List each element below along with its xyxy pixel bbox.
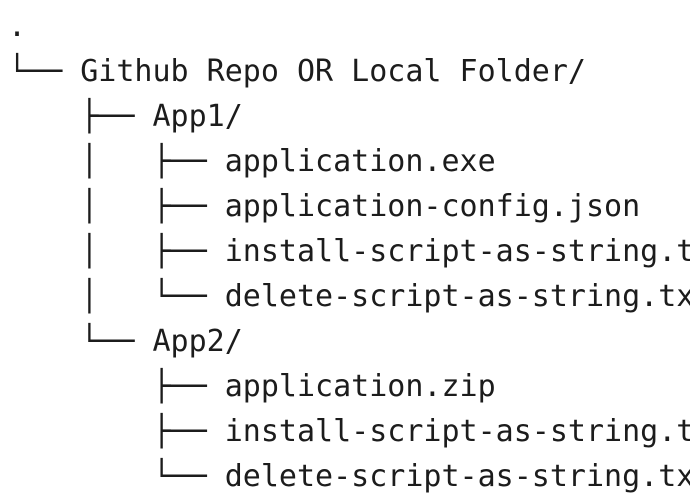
tree-line: ├── application.zip	[8, 364, 690, 409]
tree-line: │ ├── application-config.json	[8, 184, 690, 229]
tree-node-label: application-config.json	[224, 189, 641, 224]
tree-node-label: Github Repo OR Local Folder/	[80, 54, 586, 89]
directory-tree: . └── Github Repo OR Local Folder/ ├── Ap…	[8, 4, 690, 494]
tree-line: │ ├── application.exe	[8, 139, 690, 184]
tree-branch-glyph: └──	[8, 54, 81, 89]
tree-node-label: App2/	[152, 324, 243, 359]
tree-line: └── App2/	[8, 319, 690, 364]
tree-branch-glyph: │ ├──	[8, 189, 225, 224]
tree-branch-glyph: └──	[8, 459, 225, 494]
tree-node-label: .	[8, 9, 27, 44]
tree-node-label: install-script-as-string.txt	[224, 414, 690, 449]
tree-node-label: install-script-as-string.txt	[224, 234, 690, 269]
tree-line: │ └── delete-script-as-string.txt	[8, 274, 690, 319]
tree-branch-glyph: │ ├──	[8, 234, 225, 269]
tree-line: ├── App1/	[8, 94, 690, 139]
tree-node-label: delete-script-as-string.txt	[224, 459, 690, 494]
tree-branch-glyph: ├──	[8, 414, 225, 449]
tree-line: └── Github Repo OR Local Folder/	[8, 49, 690, 94]
tree-line: ├── install-script-as-string.txt	[8, 409, 690, 454]
tree-branch-glyph: └──	[8, 324, 153, 359]
tree-line: └── delete-script-as-string.txt	[8, 454, 690, 499]
tree-branch-glyph: │ └──	[8, 279, 225, 314]
tree-branch-glyph: ├──	[8, 99, 153, 134]
tree-node-label: App1/	[152, 99, 243, 134]
tree-node-label: application.exe	[224, 144, 496, 179]
tree-branch-glyph: │ ├──	[8, 144, 225, 179]
tree-line: .	[8, 4, 690, 49]
tree-line: │ ├── install-script-as-string.txt	[8, 229, 690, 274]
tree-node-label: delete-script-as-string.txt	[224, 279, 690, 314]
tree-branch-glyph: ├──	[8, 369, 225, 404]
tree-node-label: application.zip	[224, 369, 496, 404]
